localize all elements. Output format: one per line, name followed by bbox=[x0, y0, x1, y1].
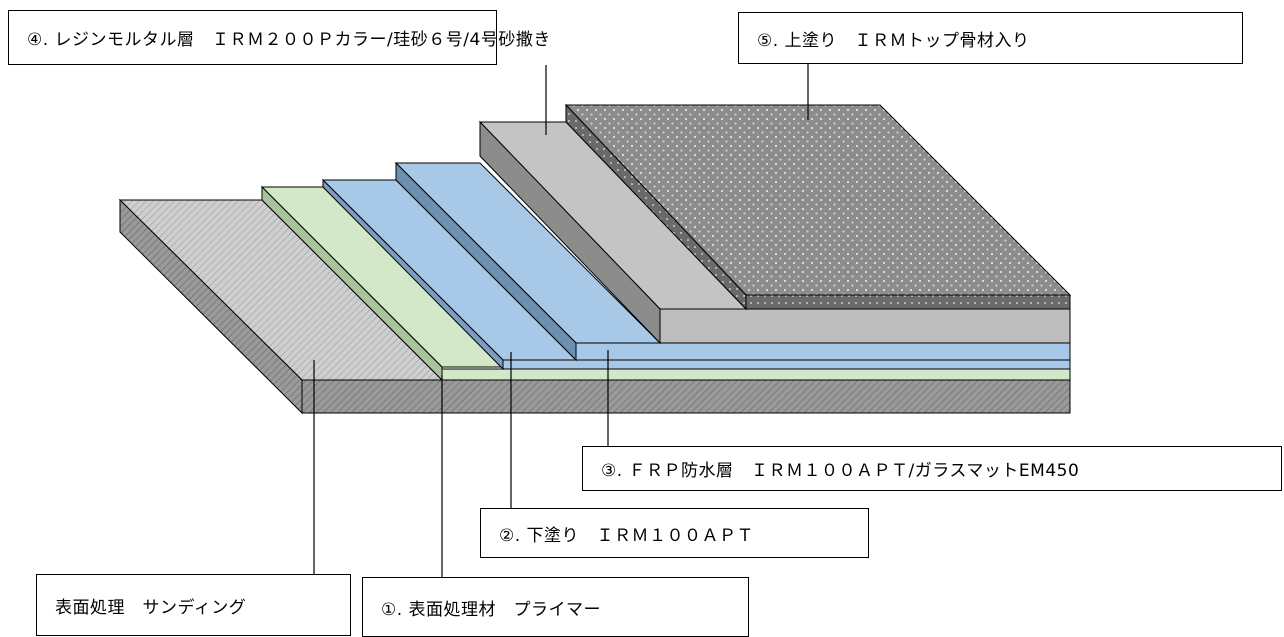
callout-undercoat: ②. 下塗り ＩＲＭ１００ＡＰＴ bbox=[480, 508, 869, 558]
callout-frp-layer: ③. ＦＲＰ防水層 ＩＲＭ１００ＡＰＴ/ガラスマットEM450 bbox=[582, 446, 1282, 491]
callout-sanding: 表面処理 サンディング bbox=[36, 574, 351, 636]
substrate-layer bbox=[118, 198, 1071, 415]
callout-primer: ①. 表面処理材 プライマー bbox=[362, 577, 749, 637]
callout-top-coat: ⑤. 上塗り ＩＲＭトップ骨材入り bbox=[738, 12, 1243, 64]
leader-lines bbox=[313, 64, 809, 577]
callout-resin-mortar: ④. レジンモルタル層 ＩＲＭ２００Ｐカラー/珪砂６号/4号砂撒き bbox=[8, 10, 550, 65]
mortar-layer bbox=[478, 120, 1071, 345]
frp-layer bbox=[394, 161, 1071, 362]
topcoat-layer bbox=[564, 103, 1072, 311]
